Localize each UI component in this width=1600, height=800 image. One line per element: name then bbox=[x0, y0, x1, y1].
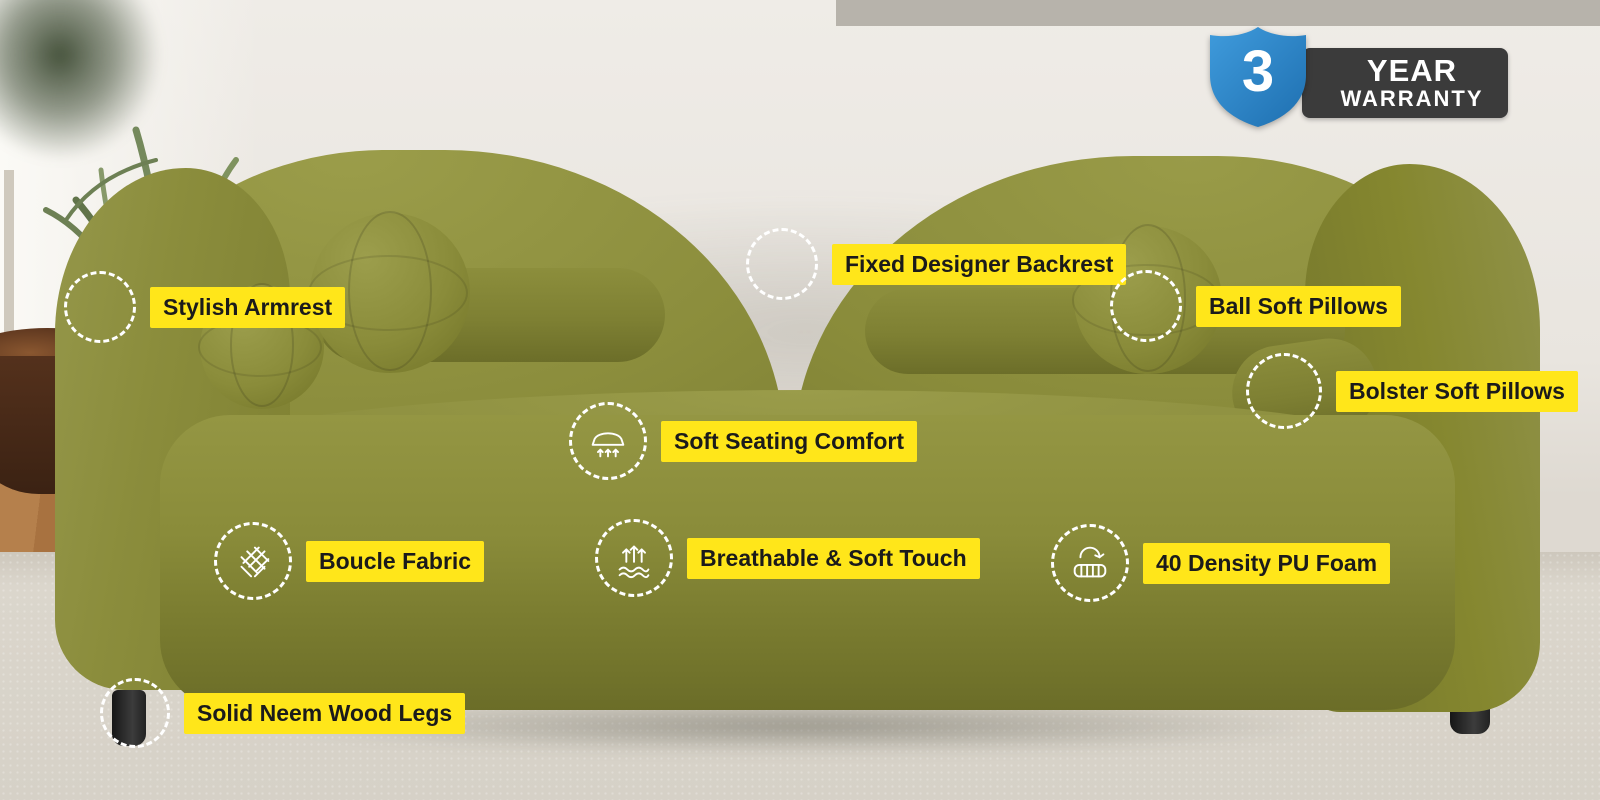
feature-label: Bolster Soft Pillows bbox=[1336, 370, 1578, 412]
fabric-weave-icon bbox=[240, 546, 270, 578]
callout-soft-seating-comfort: Soft Seating Comfort bbox=[569, 402, 917, 480]
ball-pillow-left bbox=[308, 211, 470, 373]
dashed-ring bbox=[569, 402, 647, 480]
seat-comfort-icon bbox=[591, 432, 625, 458]
feature-label: Solid Neem Wood Legs bbox=[184, 692, 466, 734]
callout-bolster-soft-pillows: Bolster Soft Pillows bbox=[1246, 353, 1578, 429]
callout-stylish-armrest: Stylish Armrest bbox=[64, 271, 346, 343]
warranty-warranty-label: WARRANTY bbox=[1340, 86, 1484, 112]
feature-label: Breathable & Soft Touch bbox=[687, 537, 980, 579]
feature-label: 40 Density PU Foam bbox=[1143, 542, 1391, 584]
feature-label: Ball Soft Pillows bbox=[1196, 285, 1401, 327]
dashed-ring bbox=[746, 228, 818, 300]
dashed-ring bbox=[1246, 353, 1322, 429]
callout-ball-soft-pillows: Ball Soft Pillows bbox=[1110, 270, 1401, 342]
warranty-badge: YEAR WARRANTY 3 bbox=[1206, 22, 1508, 130]
breathable-icon bbox=[618, 545, 650, 579]
dashed-ring bbox=[595, 519, 673, 597]
warranty-badge-text: YEAR WARRANTY bbox=[1302, 48, 1508, 118]
wall-art-edge bbox=[836, 0, 1600, 26]
callout-40-density-pu-foam: 40 Density PU Foam bbox=[1051, 524, 1391, 602]
feature-label: Stylish Armrest bbox=[150, 286, 346, 328]
callout-breathable-soft-touch: Breathable & Soft Touch bbox=[595, 519, 980, 597]
dashed-ring bbox=[1051, 524, 1129, 602]
callout-boucle-fabric: Boucle Fabric bbox=[214, 522, 485, 600]
callout-fixed-designer-backrest: Fixed Designer Backrest bbox=[746, 228, 1127, 300]
feature-label: Soft Seating Comfort bbox=[661, 420, 917, 462]
dashed-ring bbox=[100, 678, 170, 748]
shield-icon bbox=[1210, 27, 1306, 127]
warranty-years-number: 3 bbox=[1241, 39, 1275, 104]
callout-solid-neem-wood-legs: Solid Neem Wood Legs bbox=[100, 678, 466, 748]
dashed-ring bbox=[214, 522, 292, 600]
corner-foliage bbox=[0, 0, 160, 160]
pu-foam-icon bbox=[1073, 546, 1107, 578]
feature-label: Fixed Designer Backrest bbox=[832, 243, 1127, 285]
warranty-year-label: YEAR bbox=[1366, 52, 1458, 88]
dashed-ring bbox=[1110, 270, 1182, 342]
dashed-ring bbox=[64, 271, 136, 343]
feature-label: Boucle Fabric bbox=[306, 540, 485, 582]
